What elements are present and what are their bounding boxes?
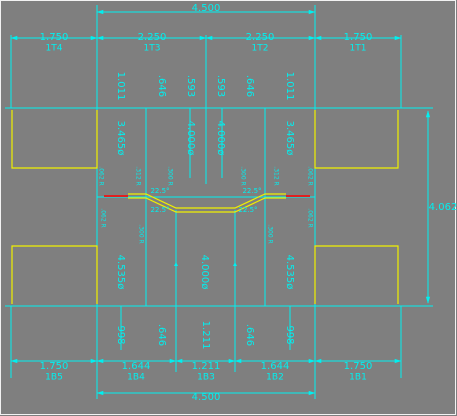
top-gap-value: 1.011 <box>284 72 295 101</box>
top-segment-value: 2.250 <box>138 32 167 43</box>
bottom-gap-value: .646 <box>244 324 255 346</box>
track-geometry <box>11 110 399 304</box>
dimension-labels: 4.5001.7501T42.2501T32.2501T21.7501T11.0… <box>40 3 457 403</box>
bottom-radius-value: .062 R <box>307 208 314 227</box>
top-length-value: 3.465ø <box>284 121 295 156</box>
top-radius-value: .062 R <box>98 166 105 185</box>
top-radius-value: .062 R <box>307 166 314 185</box>
top-segment-value: 1.750 <box>344 32 373 43</box>
bottom-gap-value: 1.211 <box>200 321 211 350</box>
bottom-length-value: 4.535ø <box>115 255 126 290</box>
top-radius-value: .300 R <box>167 166 174 185</box>
bottom-segment-value: 1.644 <box>122 361 151 372</box>
bottom-segment-value: 1.750 <box>40 361 69 372</box>
bottom-angle-left: 22.5° <box>150 206 169 214</box>
overall-width-top: 4.500 <box>192 3 221 14</box>
bottom-length-value: 4.535ø <box>284 255 295 290</box>
bottom-segment-label: 1B3 <box>197 373 215 383</box>
top-gap-value: .593 <box>215 75 226 97</box>
bottom-radius-value: .300 R <box>138 224 145 243</box>
top-gap-value: .646 <box>244 75 255 97</box>
dimension-lines <box>10 9 431 396</box>
top-radius-value: .312 R <box>273 166 280 185</box>
bottom-angle-right: 22.5° <box>238 206 257 214</box>
top-angle-right: 22.5° <box>242 187 261 195</box>
top-gap-value: .646 <box>156 75 167 97</box>
bottom-segment-label: 1B5 <box>45 373 63 383</box>
top-segment-label: 1T1 <box>350 44 367 54</box>
bottom-segment-value: 1.750 <box>344 361 373 372</box>
bottom-gap-value: 998 <box>284 325 295 344</box>
top-radius-value: .300 R <box>240 166 247 185</box>
bottom-gap-value: .646 <box>156 324 167 346</box>
top-length-value: 3.465ø <box>115 121 126 156</box>
top-segment-label: 1T4 <box>46 44 63 54</box>
top-radius-value: .312 R <box>135 166 142 185</box>
rail-lines <box>5 107 433 307</box>
bottom-segment-value: 1.211 <box>192 361 221 372</box>
bottom-segment-value: 1.644 <box>261 361 290 372</box>
top-angle-left: 22.5° <box>150 187 169 195</box>
overall-width-bottom: 4.500 <box>192 392 221 403</box>
bottom-segment-label: 1B2 <box>266 373 284 383</box>
bottom-segment-label: 1B1 <box>349 373 367 383</box>
center-markers <box>174 262 237 266</box>
bottom-radius-value: .062 R <box>100 208 107 227</box>
top-segment-label: 1T3 <box>144 44 161 54</box>
extension-lines <box>10 5 402 399</box>
top-length-value: 4.000ø <box>185 121 196 156</box>
top-segment-value: 1.750 <box>40 32 69 43</box>
overall-height: 4.062 <box>429 202 457 213</box>
bottom-gap-value: 998 <box>115 325 126 344</box>
top-gap-value: .593 <box>185 75 196 97</box>
top-segment-value: 2.250 <box>246 32 275 43</box>
top-length-value: 4.000ø <box>215 121 226 156</box>
top-gap-value: 1.011 <box>115 72 126 101</box>
top-segment-label: 1T2 <box>252 44 269 54</box>
bottom-radius-value: .300 R <box>267 224 274 243</box>
bottom-segment-label: 1B4 <box>127 373 145 383</box>
bottom-length-value: 4.000ø <box>199 255 210 290</box>
